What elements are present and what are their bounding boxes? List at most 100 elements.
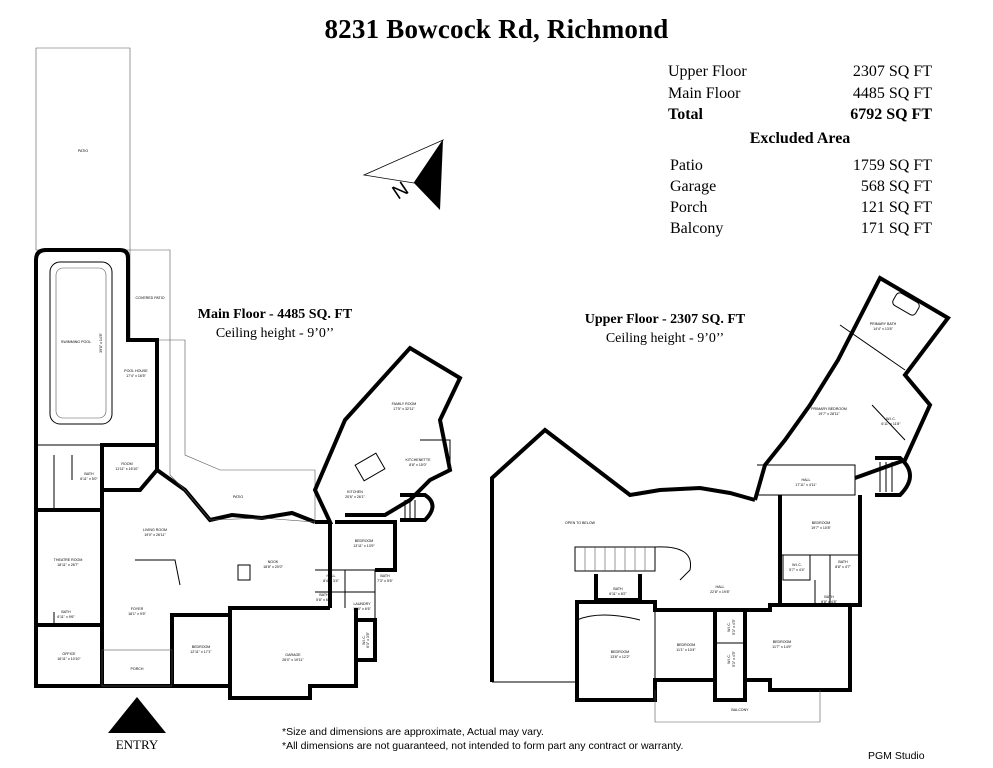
room-label: BATH bbox=[84, 472, 94, 476]
room-dim: 19'7" x 28'11" bbox=[818, 412, 840, 416]
upper-bedrooms-walls bbox=[575, 600, 852, 702]
room-dim: 5'7" x 4'4" bbox=[789, 568, 805, 572]
room-dim: 19'0" x 26'11" bbox=[144, 533, 166, 537]
room-label: POOL HOUSE bbox=[124, 369, 148, 373]
room-label: W.I.C. bbox=[886, 417, 896, 421]
room-label: FAMILY ROOM bbox=[392, 402, 417, 406]
room-dim: 16'11" x 10'10" bbox=[57, 657, 81, 661]
room-label: BATH bbox=[613, 587, 623, 591]
area-value: 171 SQ FT bbox=[860, 220, 932, 237]
room-dim: 20'6" x 26'1" bbox=[345, 495, 365, 499]
room-label: PATIO bbox=[233, 495, 243, 499]
room-dim: 17'5" x 32'11" bbox=[393, 407, 415, 411]
room-dim: 5'3" x 4'5" bbox=[732, 650, 736, 666]
stair-walls bbox=[400, 493, 435, 522]
room-dim: 13'6" x 12'2" bbox=[610, 655, 630, 659]
room-label: PRIMARY BATH bbox=[870, 322, 897, 326]
main-floor-title: Main Floor - 4485 SQ. FT bbox=[197, 307, 353, 322]
room-dim: 6'3" x 3'8" bbox=[366, 631, 370, 647]
room-label: W.I.C. bbox=[727, 654, 731, 664]
compass-icon: N bbox=[362, 139, 445, 210]
foyer-walls bbox=[100, 606, 330, 688]
room-dim: 8'8" x 4'8" bbox=[821, 600, 837, 604]
area-label: Garage bbox=[670, 178, 717, 195]
covered-patio-outline bbox=[129, 249, 171, 341]
room-dim: 18'8" x 20'0" bbox=[263, 565, 283, 569]
room-dim: 6'11" x 9'6" bbox=[57, 615, 75, 619]
kitchen-island bbox=[354, 452, 386, 482]
room-label: HALL bbox=[802, 478, 811, 482]
upper-floor-heading: Upper Floor - 2307 SQ. FT Ceiling height… bbox=[560, 312, 770, 347]
room-dim: 13'11" x 13'9" bbox=[353, 544, 375, 548]
room-label: FOYER bbox=[131, 607, 144, 611]
theatre-walls bbox=[34, 510, 104, 627]
room-dim: 11'7" x 14'9" bbox=[772, 645, 792, 649]
family-kitchen-walls bbox=[312, 345, 463, 524]
bathtub-icon bbox=[892, 292, 920, 316]
room-dim: 18'11" x 26'7" bbox=[57, 563, 79, 567]
room-dim: 12'11" x 17'1" bbox=[190, 650, 212, 654]
room-label: PRIMARY BEDROOM bbox=[811, 407, 847, 411]
room-label: BATH bbox=[824, 595, 834, 599]
room-label: BEDROOM bbox=[677, 643, 696, 647]
room-dim: 11'1" x 10'4" bbox=[676, 648, 696, 652]
swimming-pool bbox=[49, 261, 113, 425]
room-label: OPEN TO BELOW bbox=[565, 521, 596, 525]
room-label: BATH bbox=[380, 574, 390, 578]
room-dim: 7'3" x 5'6" bbox=[377, 579, 393, 583]
open-to-below-walls bbox=[490, 427, 756, 682]
main-floor-heading: Main Floor - 4485 SQ. FT Ceiling height … bbox=[170, 307, 380, 342]
room-label: BALCONY bbox=[731, 708, 749, 712]
porch-outline bbox=[101, 649, 173, 687]
room-label: BATH bbox=[61, 610, 71, 614]
room-dim: 8'8" x 15'0" bbox=[409, 463, 427, 467]
room-label: BEDROOM bbox=[611, 650, 630, 654]
balcony-outline bbox=[654, 690, 821, 723]
room-label: COVERED PATIO bbox=[135, 296, 164, 300]
main-floor-plan: PATIO COVERED PATIO SWIMMING POOL 39'8" … bbox=[34, 47, 463, 700]
room-dim: 6'11" x 8'2" bbox=[609, 592, 627, 596]
area-label: Porch bbox=[670, 199, 708, 216]
stair-walls bbox=[875, 456, 912, 497]
area-label: Patio bbox=[670, 157, 703, 174]
bedroom-walls bbox=[778, 495, 862, 607]
room-label: KITCHEN bbox=[347, 490, 363, 494]
room-dim: 8'8" x 4'7" bbox=[835, 565, 851, 569]
room-label: LIVING ROOM bbox=[143, 528, 167, 532]
room-label: SWIMMING POOL bbox=[61, 340, 91, 344]
room-dim: 13'0" x 6'6" bbox=[353, 607, 371, 611]
room-label: BEDROOM bbox=[812, 521, 831, 525]
wic-walls bbox=[713, 610, 747, 680]
area-value: 4485 SQ FT bbox=[852, 85, 932, 102]
stair-icon bbox=[574, 546, 692, 581]
room-label: BATH bbox=[319, 593, 329, 597]
upper-floor-plan: OPEN TO BELOW PRIMARY BATH 14'4" x 13'6"… bbox=[490, 275, 951, 723]
entry-arrow-icon bbox=[108, 697, 166, 733]
disclaimer-line-2: *All dimensions are not guaranteed, not … bbox=[282, 740, 684, 752]
bedroom-walls bbox=[328, 520, 397, 608]
upper-floor-title: Upper Floor - 2307 SQ. FT bbox=[584, 312, 746, 327]
primary-suite-walls bbox=[753, 275, 951, 501]
room-label: W.I.C. bbox=[727, 622, 731, 632]
room-label: BATH bbox=[838, 560, 848, 564]
room-dim: 22'8" x 19'8" bbox=[710, 590, 730, 594]
room-dim: 5'3" x 4'5" bbox=[732, 618, 736, 634]
living-room-walls bbox=[100, 467, 316, 524]
room-dim: 6'11" x 5'0" bbox=[80, 477, 98, 481]
room-label: BEDROOM bbox=[192, 645, 211, 649]
room-label: W.I.C. bbox=[792, 563, 802, 567]
main-floor-ceiling: Ceiling height - 9’0’’ bbox=[215, 326, 335, 341]
studio-credit: PGM Studio bbox=[868, 750, 925, 762]
entry-label: ENTRY bbox=[115, 737, 159, 752]
wic-walls bbox=[356, 618, 377, 662]
room-dim: 17'11" x 4'11" bbox=[795, 483, 817, 487]
upper-floor-ceiling: Ceiling height - 9’0’’ bbox=[605, 331, 725, 346]
pool-house-walls bbox=[34, 248, 159, 470]
room-label: ROOM bbox=[121, 462, 132, 466]
room-dim: 11'11" x 16'10" bbox=[115, 467, 139, 471]
area-label: Main Floor bbox=[668, 85, 741, 102]
room-dim: 14'4" x 13'6" bbox=[873, 327, 893, 331]
room-dim: 5'8" x 6'0" bbox=[316, 598, 332, 602]
garage-walls bbox=[228, 608, 358, 700]
